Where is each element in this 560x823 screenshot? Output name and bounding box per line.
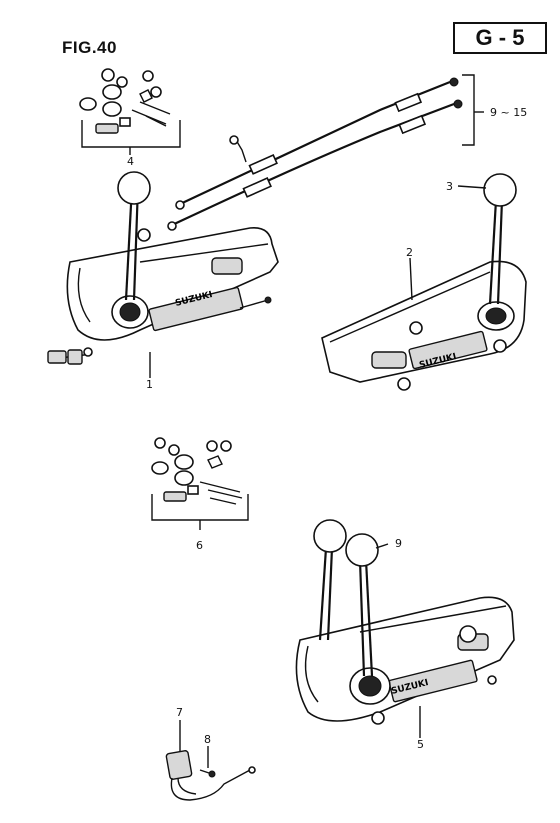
callout-5: 5 <box>417 738 424 751</box>
remote-control-box-2 <box>321 173 527 391</box>
page-code-box: G - 5 <box>453 22 547 54</box>
small-parts-kit-4 <box>79 68 181 155</box>
small-parts-kit-6 <box>151 437 249 530</box>
control-cables <box>167 74 484 231</box>
callout-2: 2 <box>406 246 413 259</box>
switch-assembly-7 <box>165 750 256 801</box>
callout-4: 4 <box>127 155 134 168</box>
dual-remote-control-box-5 <box>295 519 515 725</box>
callout-1: 1 <box>146 378 153 391</box>
callout-9: 9 <box>395 537 402 550</box>
figure-label: FIG.40 <box>62 38 117 57</box>
callout-7: 7 <box>176 706 183 719</box>
callout-3: 3 <box>446 180 453 193</box>
callout-8: 8 <box>204 733 211 746</box>
callout-9-15: 9 ~ 15 <box>490 106 528 119</box>
callout-6: 6 <box>196 539 203 552</box>
remote-control-box-1 <box>47 171 279 365</box>
leader-lines <box>149 185 487 768</box>
